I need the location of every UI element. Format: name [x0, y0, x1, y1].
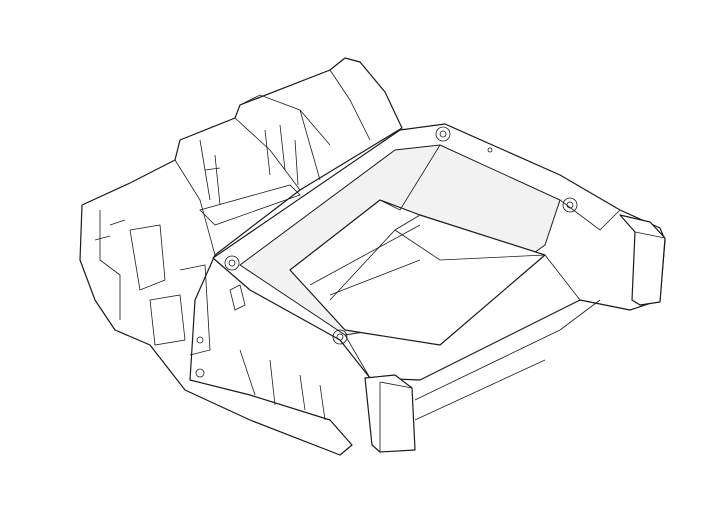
left-frame — [79, 57, 403, 456]
front-corner-post — [364, 299, 601, 453]
tray-body — [212, 123, 666, 381]
right-end-cap — [619, 214, 666, 306]
